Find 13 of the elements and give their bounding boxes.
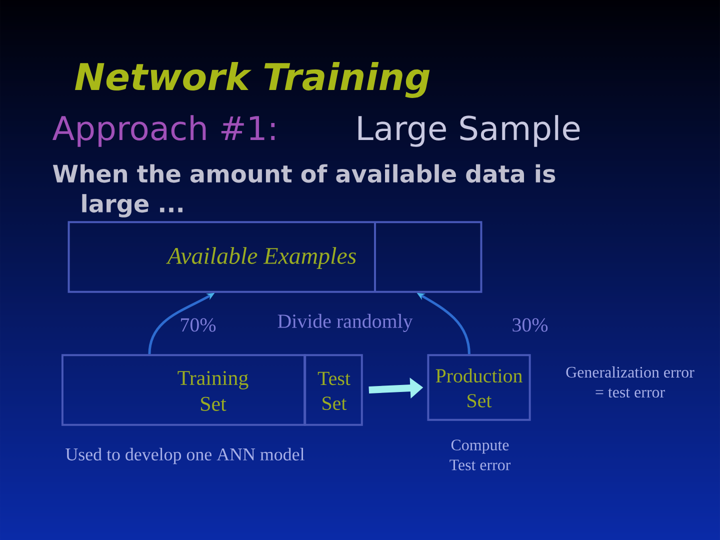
percent-label: 70% — [181, 318, 216, 332]
caption-text: Generalization error = test error — [566, 366, 694, 398]
data-set-box: Test Set — [304, 354, 363, 426]
slide-title: Network Training — [75, 62, 430, 98]
caption-text: Used to develop one ANN model — [66, 448, 304, 464]
caption-text: Compute Test error — [450, 440, 511, 470]
subtitle: Large Sample — [358, 115, 580, 147]
data-set-box: Available Examples — [68, 221, 482, 293]
percent-label: 30% — [512, 318, 548, 332]
data-set-box: Training Set — [61, 354, 306, 426]
data-set-box: Production Set — [427, 354, 531, 421]
approach-heading: Approach #1: — [52, 115, 275, 147]
note-text: Divide randomly — [278, 314, 413, 332]
